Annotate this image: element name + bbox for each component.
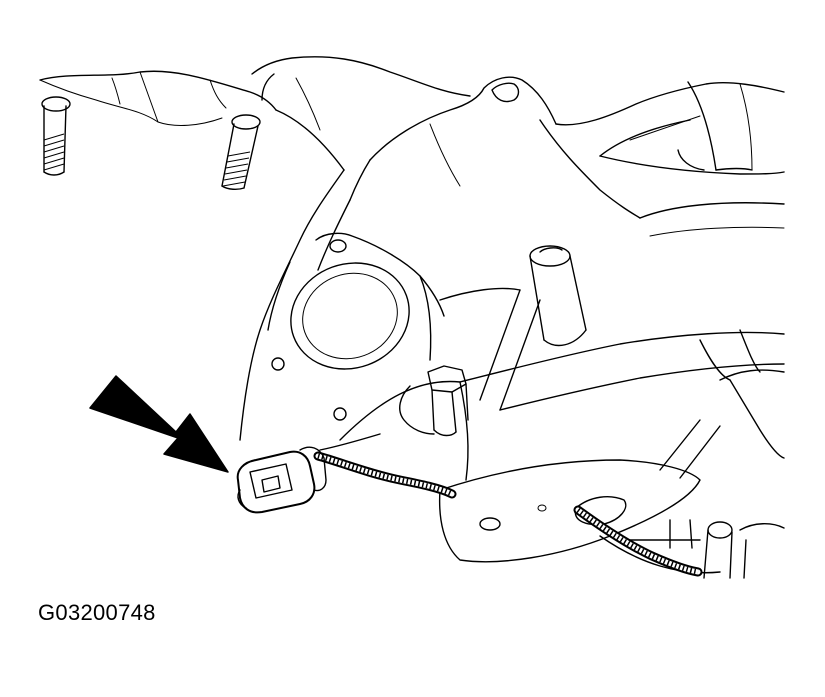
intake-runners-right [349,76,785,237]
pointer-arrow [89,375,229,473]
figure-code: G03200748 [38,600,156,625]
intake-manifold-upper [39,56,471,171]
stud-left [41,96,71,176]
mounting-plate [438,419,721,574]
sensor-connector [236,446,327,514]
engine-housing [239,169,521,451]
stud-lower-right [669,519,785,579]
wiring-harness [313,451,703,577]
hex-nut [399,365,469,437]
locating-pin [529,245,587,347]
stud-center [221,114,261,191]
support-bracket [459,289,785,481]
